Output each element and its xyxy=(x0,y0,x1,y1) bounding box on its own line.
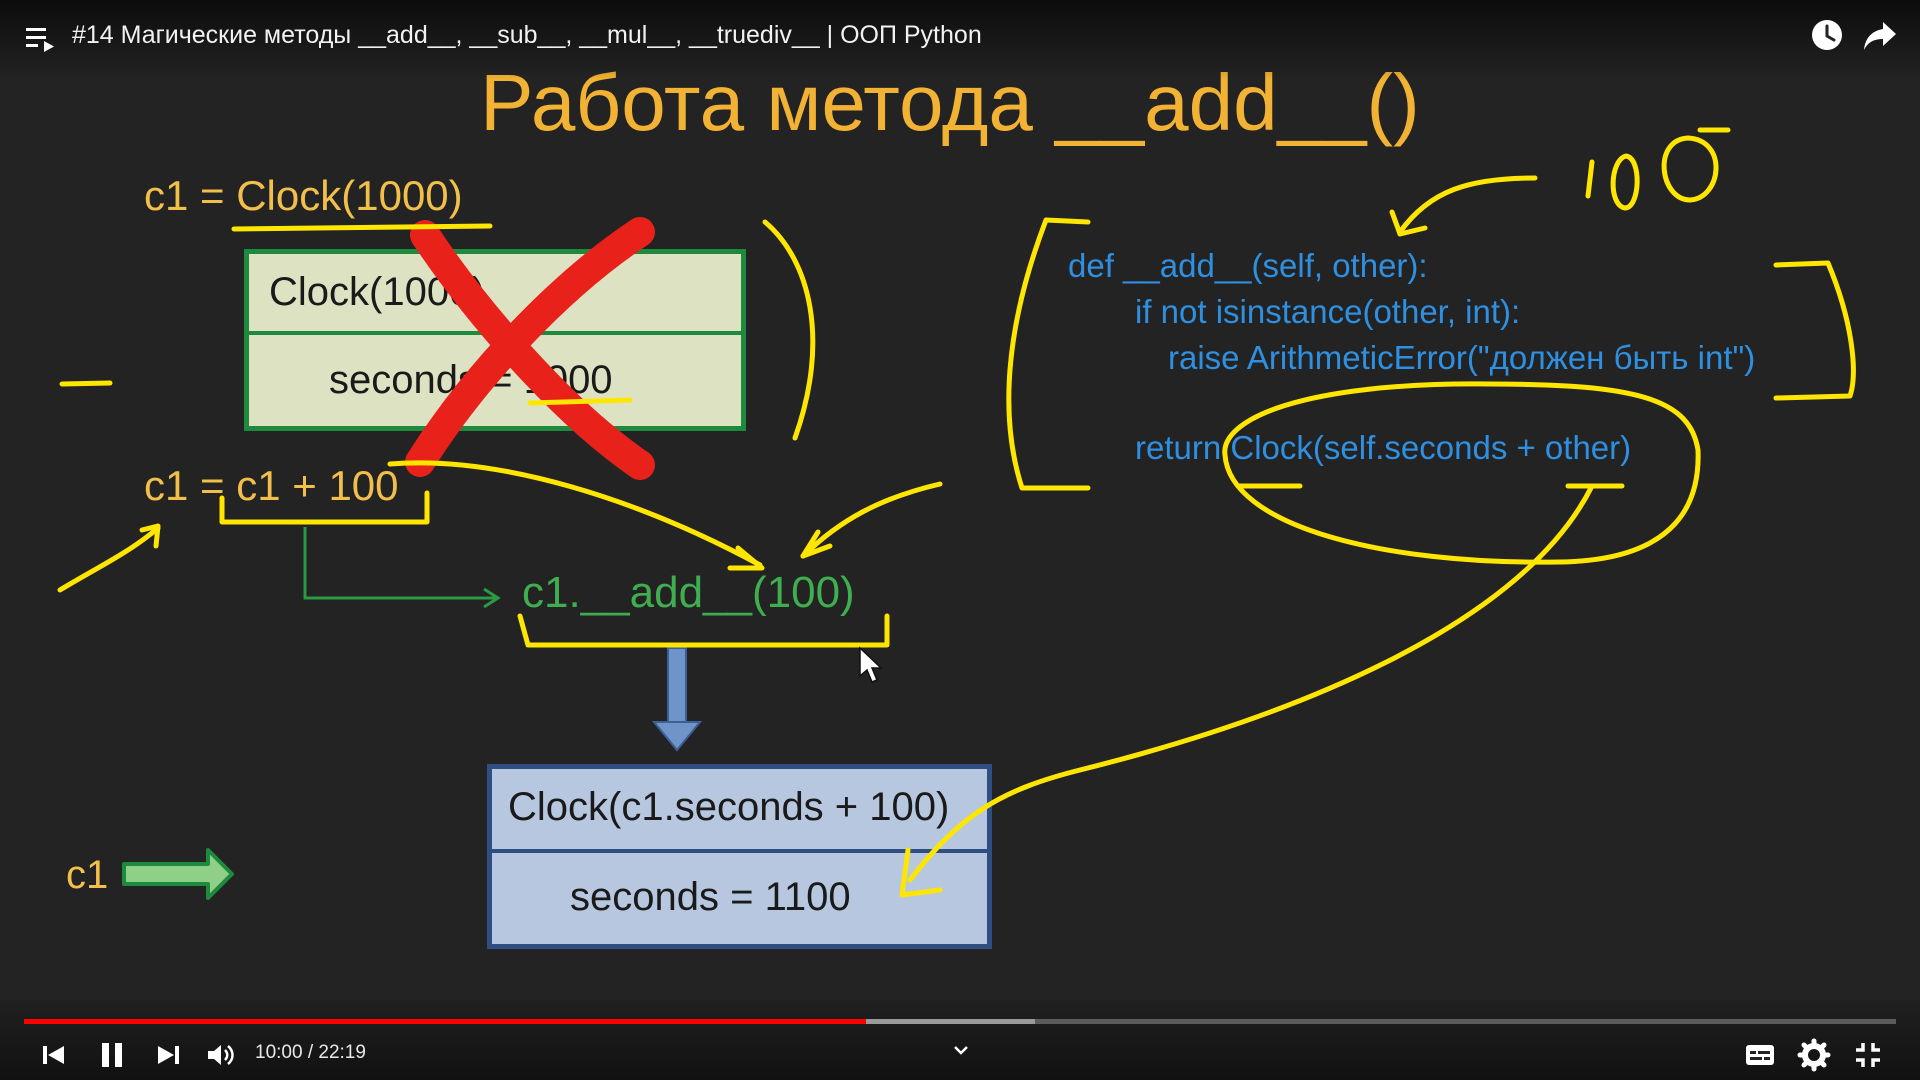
slide: Работа метода __add__() c1 = Clock(1000)… xyxy=(57,58,1856,949)
connector-arrow xyxy=(303,527,501,609)
c1-pointer-arrow xyxy=(122,848,234,900)
down-arrow xyxy=(651,647,703,752)
duration: 22:19 xyxy=(318,1042,366,1063)
subtitles-icon[interactable] xyxy=(1740,1035,1780,1075)
mouse-cursor xyxy=(859,646,883,683)
progress-played xyxy=(24,1019,867,1024)
volume-icon[interactable] xyxy=(202,1035,242,1075)
c1-label: c1 xyxy=(66,853,109,897)
video-title[interactable]: #14 Магические методы __add__, __sub__, … xyxy=(72,21,982,49)
control-bar xyxy=(0,1000,1920,1080)
code-line-def: def __add__(self, other): xyxy=(1068,247,1428,284)
previous-icon[interactable] xyxy=(34,1035,74,1075)
current-time: 10:00 xyxy=(255,1042,303,1063)
clock-object-old: Clock(1000) seconds = 1000 xyxy=(244,249,746,431)
clock-object-new-field: seconds = 1100 xyxy=(570,875,851,919)
code-line-return: return Clock(self.seconds + other) xyxy=(1135,429,1632,466)
top-bar: #14 Магические методы __add__, __sub__, … xyxy=(0,0,1920,80)
add-line: c1 = c1 + 100 xyxy=(144,462,399,509)
exit-fullscreen-icon[interactable] xyxy=(1848,1035,1888,1075)
clock-object-new: Clock(c1.seconds + 100) seconds = 1100 xyxy=(487,764,992,949)
assign-line: c1 = Clock(1000) xyxy=(144,172,463,219)
pause-icon[interactable] xyxy=(92,1035,132,1075)
code-line-raise: raise ArithmeticError("должен быть int") xyxy=(1168,339,1756,376)
chevron-down-icon[interactable] xyxy=(948,1040,974,1060)
next-icon[interactable] xyxy=(148,1035,188,1075)
time-display: 10:00 / 22:19 xyxy=(255,1040,366,1066)
time-separator: / xyxy=(307,1042,314,1063)
clock-object-old-field: seconds = 1000 xyxy=(329,358,613,402)
clock-object-old-header: Clock(1000) xyxy=(269,270,485,314)
add-call-expression: c1.__add__(100) xyxy=(522,568,855,617)
playlist-icon[interactable] xyxy=(26,26,56,52)
clock-object-new-header: Clock(c1.seconds + 100) xyxy=(508,785,950,829)
clock-object-new-header-row xyxy=(492,769,987,853)
share-icon[interactable] xyxy=(1863,20,1897,52)
code-line-if: if not isinstance(other, int): xyxy=(1135,293,1521,330)
watch-later-icon[interactable] xyxy=(1810,18,1844,52)
settings-icon[interactable] xyxy=(1794,1035,1834,1075)
progress-bar[interactable] xyxy=(24,1019,1896,1024)
